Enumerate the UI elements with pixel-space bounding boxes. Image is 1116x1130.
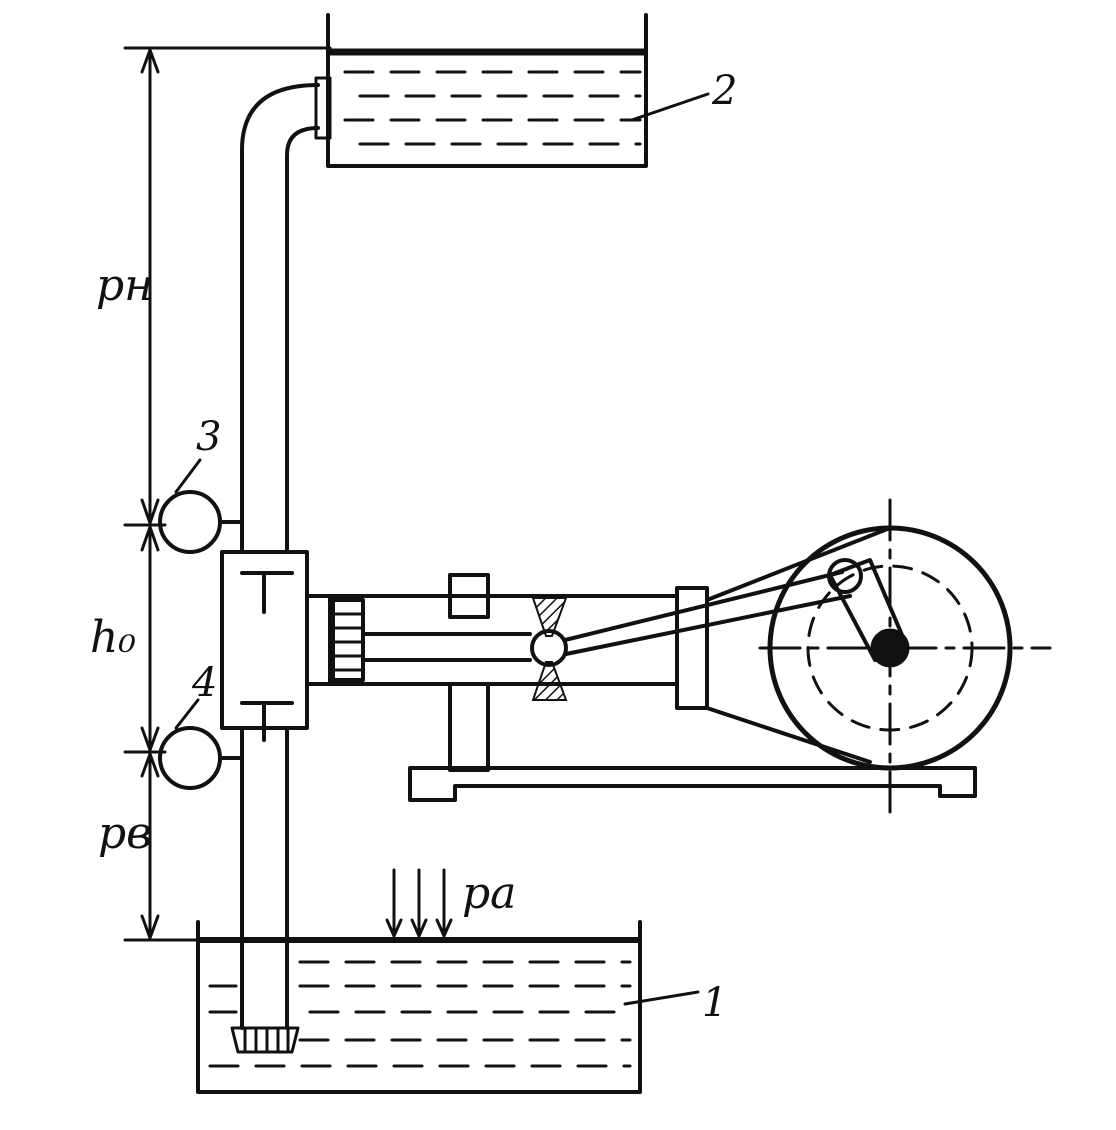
machine-base bbox=[408, 766, 977, 802]
lower-liquid-dashes bbox=[208, 960, 632, 1068]
pressure-gauge-3 bbox=[158, 458, 244, 554]
label-p-suction: pв bbox=[98, 808, 152, 859]
label-p-atm: pa bbox=[462, 868, 516, 919]
arrow-gauge3-bottom bbox=[140, 525, 160, 552]
crankshaft-hub bbox=[870, 628, 910, 668]
cylinder-and-guide bbox=[305, 573, 677, 772]
piston-rings bbox=[333, 612, 363, 672]
suction-valve bbox=[240, 701, 294, 742]
upper-tank-body bbox=[326, 50, 648, 168]
arrow-gauge4-top bbox=[140, 726, 160, 752]
valve-chest bbox=[220, 550, 309, 742]
discharge-pipe bbox=[240, 83, 320, 554]
label-tank-1: 1 bbox=[702, 980, 727, 1026]
crank-housing bbox=[675, 526, 892, 764]
arrow-top bbox=[140, 48, 160, 74]
arrow-gauge4-bottom bbox=[140, 752, 160, 778]
pressure-gauge-4 bbox=[158, 698, 244, 790]
arrow-bottom bbox=[140, 914, 160, 940]
dimension-lines bbox=[123, 46, 332, 942]
upper-tank-inlet-flange bbox=[314, 76, 332, 140]
arrow-gauge3-top bbox=[140, 498, 160, 525]
crosshead-hatching bbox=[531, 597, 568, 701]
lower-tank-body bbox=[196, 920, 642, 1094]
piston bbox=[331, 598, 365, 682]
crank-pin bbox=[827, 558, 863, 594]
guide-support bbox=[448, 682, 490, 772]
leader-lines bbox=[623, 92, 710, 1006]
label-tank-2: 2 bbox=[711, 68, 737, 114]
label-h0: h₀ bbox=[90, 612, 136, 663]
upper-slide-block bbox=[448, 573, 490, 619]
upper-tank bbox=[314, 13, 648, 168]
atmospheric-pressure-arrows bbox=[385, 868, 453, 938]
label-p-discharge: pн bbox=[96, 260, 153, 311]
suction-pipe bbox=[240, 726, 289, 1030]
upper-liquid-dashes bbox=[343, 70, 642, 146]
lower-tank bbox=[196, 920, 642, 1094]
label-gauge-3: 3 bbox=[196, 414, 221, 460]
discharge-valve bbox=[240, 571, 294, 614]
label-gauge-4: 4 bbox=[191, 660, 217, 706]
suction-strainer bbox=[230, 1026, 300, 1054]
labels: pн h₀ pв pa 1 2 3 4 bbox=[90, 68, 737, 1026]
